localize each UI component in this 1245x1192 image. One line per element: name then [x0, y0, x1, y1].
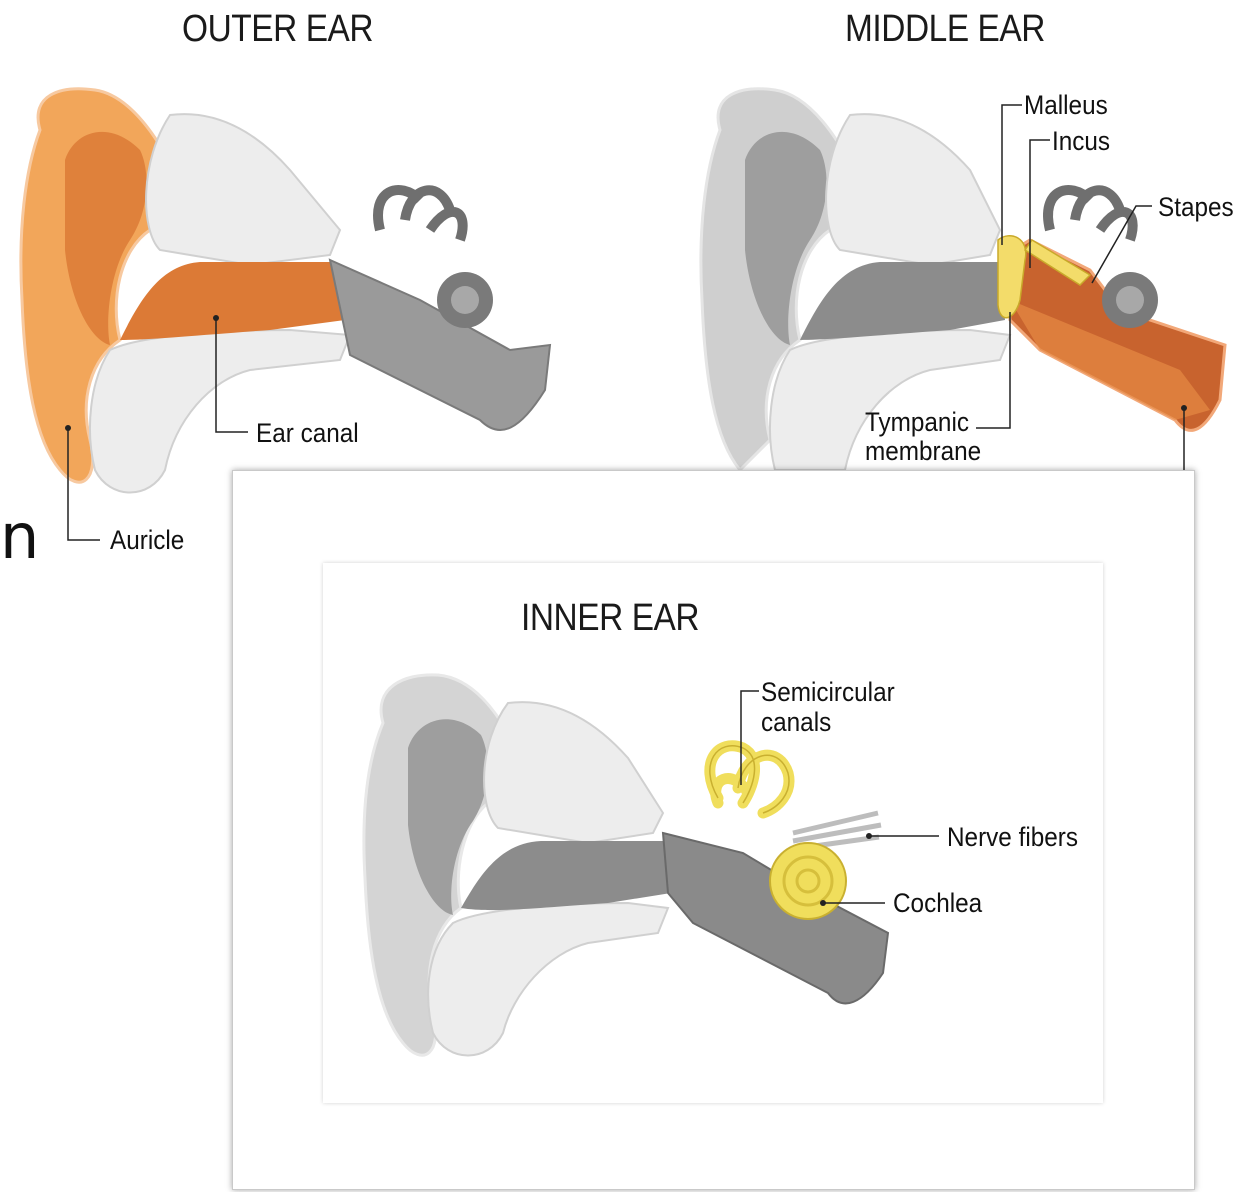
middle-ear-illustration	[680, 0, 1245, 470]
tympanic-membrane-label-line2: membrane	[865, 436, 981, 466]
middle-ear-canal	[800, 262, 1005, 340]
inner-ear-canal	[461, 841, 671, 910]
semicircular-canals-shape	[710, 746, 789, 813]
inner-ear-inset: INNER EAR Semicircular canals N	[323, 563, 1103, 1103]
tympanic-leader-line	[976, 312, 1010, 428]
outer-gray-canal	[330, 260, 550, 430]
semicircular-canals-label-line2: canals	[761, 707, 831, 737]
inner-bone-upper	[484, 702, 663, 843]
ear-canal-label: Ear canal	[256, 418, 359, 448]
middle-ear-panel: MIDDLE EAR Malleus Incus Stapes Tympanic…	[680, 0, 1245, 470]
cochlea-label: Cochlea	[893, 888, 982, 918]
outer-bone-upper	[146, 114, 340, 265]
stapes-label: Stapes	[1158, 192, 1234, 222]
tympanic-membrane-label-line1: Tympanic	[865, 407, 969, 437]
inner-gray-cavity	[663, 833, 888, 1003]
outer-semicircular-gray	[378, 190, 463, 240]
middle-semicircular-gray	[1048, 190, 1133, 240]
outer-ear-canal	[120, 262, 345, 340]
auricle-label: Auricle	[110, 525, 184, 555]
cochlea-shape	[770, 843, 846, 919]
stapes-leader-line	[1092, 206, 1152, 283]
inner-bone-lower	[428, 903, 668, 1056]
malleus-label: Malleus	[1024, 90, 1108, 120]
malleus-leader-line	[1002, 105, 1022, 245]
outer-bone-lower	[90, 330, 350, 493]
clipped-text-glyph: n	[0, 500, 39, 573]
nerve-fibers-label: Nerve fibers	[947, 822, 1078, 852]
middle-bone-upper	[826, 114, 1000, 265]
inner-ear-frame: INNER EAR Semicircular canals N	[232, 470, 1195, 1190]
incus-label: Incus	[1052, 126, 1110, 156]
semicircular-canals-label-line1: Semicircular	[761, 677, 895, 707]
